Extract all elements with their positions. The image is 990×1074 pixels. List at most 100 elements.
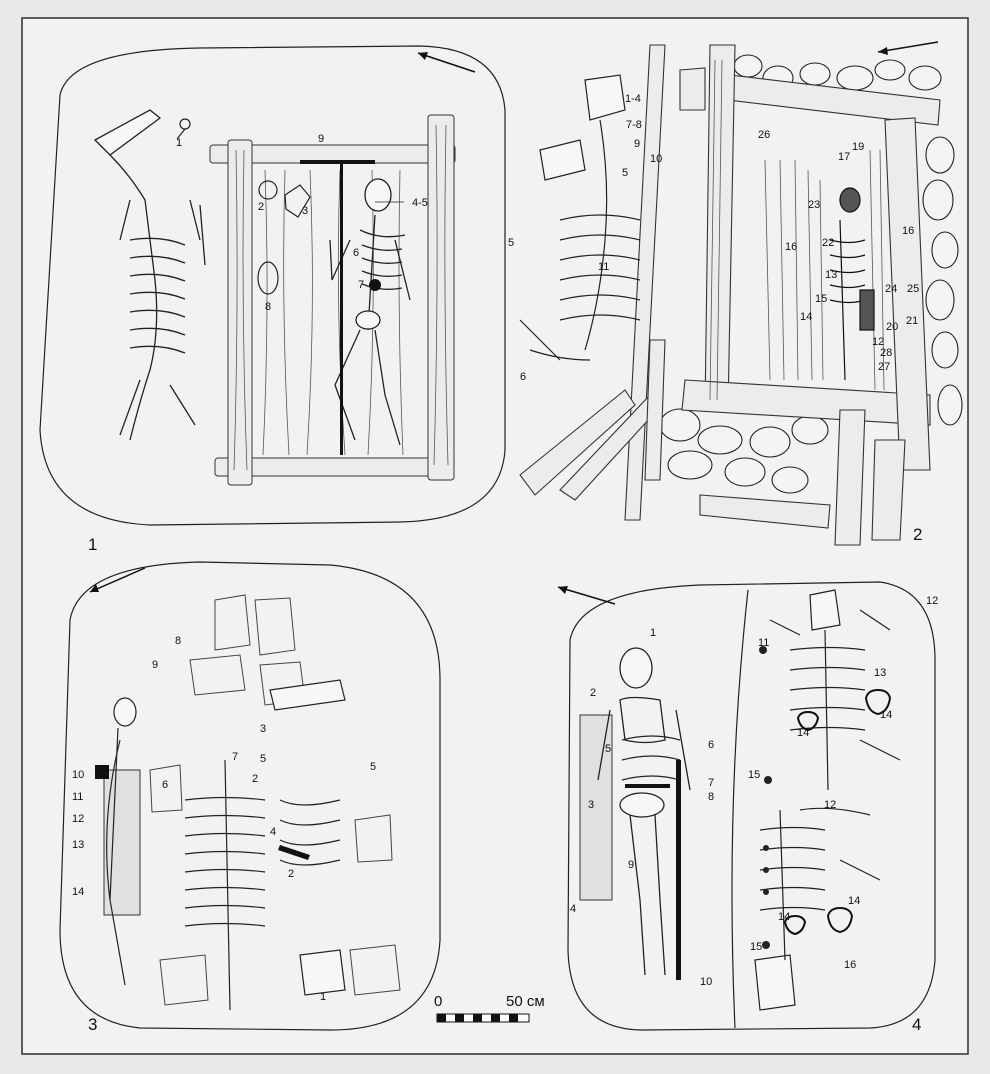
label: 21 [906,315,918,327]
label: 20 [886,321,898,333]
grave-goods-misc [176,118,311,295]
north-arrow-icon [877,41,939,55]
label: 2 [252,773,258,785]
label: 7 [708,777,714,789]
label: 4-5 [412,197,428,209]
human-skeleton [597,647,691,976]
horse-skeleton-upper [769,589,901,791]
label: 10 [700,976,712,988]
label: 22 [822,237,834,249]
grave-goods [300,160,381,455]
label: 24 [885,283,897,295]
label: 9 [152,659,158,671]
plank-lines [233,124,449,471]
label: 1-4 [625,93,641,105]
label: 13 [825,269,837,281]
label: 14 [72,886,84,898]
label: 2 [288,868,294,880]
north-arrow-icon [417,52,476,73]
human-skeleton [106,697,137,986]
panel-number: 4 [912,1015,921,1034]
label: 2 [590,687,596,699]
human-skeleton [329,178,411,446]
label: 23 [808,199,820,211]
label: 13 [874,667,886,679]
label: 16 [844,959,856,971]
grave-pit-outline [39,45,506,526]
label: 6 [353,247,359,259]
label: 7 [232,751,238,763]
label: 8 [265,301,271,313]
label: 3 [260,723,266,735]
label: 5 [260,753,266,765]
label: 14 [848,895,860,907]
label: 5 [508,237,514,249]
north-arrow-icon [557,586,616,605]
label: 14 [778,911,790,923]
label: 15 [815,293,827,305]
scale-bar: 0 50 см [434,993,545,1023]
label: 14 [797,727,809,739]
label: 28 [880,347,892,359]
plate-frame [21,17,969,1055]
label: 7-8 [626,119,642,131]
label: 11 [72,791,83,803]
label: 6 [708,739,714,751]
label: 2 [258,201,264,213]
panel-number: 1 [88,535,97,554]
label: 12 [824,799,836,811]
label: 7 [358,279,364,291]
label: 12 [72,813,84,825]
panel-3-drawing: 1 2 2 3 4 5 5 6 7 8 9 10 11 12 13 14 3 [59,561,441,1034]
label: 4 [270,826,276,838]
label: 8 [175,635,181,647]
label: 3 [302,205,308,217]
label: 1 [320,991,326,1003]
horse-skeleton [93,109,206,441]
panel-number: 3 [88,1015,97,1034]
wooden-board [579,714,613,901]
label: 25 [907,283,919,295]
label: 13 [72,839,84,851]
north-arrow-icon [89,567,146,593]
label: 6 [162,779,168,791]
label: 9 [318,133,324,145]
label: 4 [570,903,576,915]
horse-skeleton [184,679,346,1011]
grave-goods [95,765,310,860]
step-divider [731,589,749,1029]
horse-skeleton [519,74,641,361]
scale-zero-label: 0 [434,993,442,1010]
label: 5 [605,743,611,755]
label: 15 [750,941,762,953]
label: 3 [588,799,594,811]
panel-4-drawing: 1 2 3 4 5 6 7 8 9 10 11 12 12 13 14 14 1… [557,581,938,1034]
label: 1 [650,627,656,639]
label: 5 [370,761,376,773]
label: 19 [852,141,864,153]
panel-2-drawing: 1-4 5 6 7-8 9 10 11 12 13 14 15 16 17 19… [508,41,963,546]
scale-unit-label: 50 см [506,993,545,1010]
bridle-rings [783,688,892,936]
label: 11 [598,261,609,273]
label: 9 [628,859,634,871]
label: 10 [72,769,84,781]
panel-number: 2 [913,525,922,544]
label: 14 [800,311,812,323]
label: 12 [872,336,884,348]
grave-pit-outline [59,561,441,1031]
grave-goods [625,760,681,980]
label: 26 [758,129,770,141]
label: 12 [926,595,938,607]
stone-lining [659,54,963,494]
label: 16 [785,241,797,253]
grave-pit-outline [567,581,936,1031]
bead-marks [759,646,772,949]
label: 16 [902,225,914,237]
log-chamber [209,114,456,486]
plank-lines [709,59,885,401]
label: 11 [758,637,769,649]
horse-skeleton-lower [754,807,881,1011]
label: 14 [880,709,892,721]
